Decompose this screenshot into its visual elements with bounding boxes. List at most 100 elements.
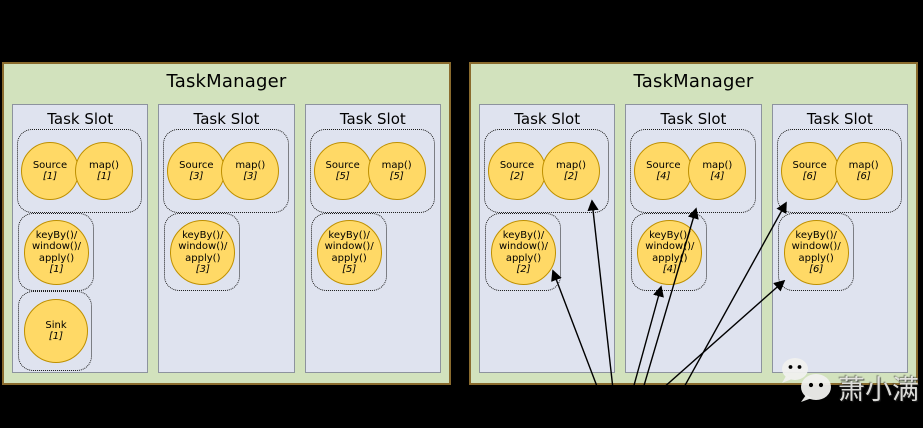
operator-label: keyBy()/ [502,229,545,241]
operator-label: Sink [45,319,67,331]
task-slot-title: Task Slot [339,110,406,128]
task-slot-row: Task Slot Source [2] map() [2] keyBy()/ … [479,104,908,373]
operator-index: [1] [48,331,64,342]
operator-label: map() [381,159,412,171]
source-subtask: Source [6] [780,142,839,200]
operator-label: window()/ [498,241,549,252]
operator-index: [3] [195,264,210,275]
operator-label: map() [702,159,733,171]
operator-index: [5] [335,171,350,182]
operator-label: map() [555,159,587,171]
source-subtask: Source [2] [488,142,546,200]
subtask-group-sink: Sink [1] [18,291,92,371]
source-subtask: Source [3] [167,142,226,200]
map-subtask: map() [2] [542,142,600,200]
operator-index: [3] [189,171,204,182]
subtask-group-keyby: keyBy()/ window()/ apply() [4] [631,213,708,291]
operator-index: [4] [710,171,725,182]
operator-label: apply() [652,252,688,264]
keyby-subtask: keyBy()/ window()/ apply() [5] [316,220,382,285]
subtask-group-source-map: Source [6] map() [6] [776,129,902,213]
operator-label: apply() [798,252,834,264]
operator-index: [2] [563,171,579,182]
operator-label: apply() [38,252,75,264]
task-slot-1: Task Slot Source [1] map() [1] keyBy()/ … [12,104,149,373]
operator-index: [1] [42,171,58,182]
task-slot-4: Task Slot Source [2] map() [2] keyBy()/ … [479,104,616,373]
subtask-group-source-map: Source [4] map() [4] [630,129,756,213]
subtask-group-source-map: Source [5] map() [5] [309,129,435,213]
operator-label: window()/ [645,241,695,252]
map-subtask: map() [6] [834,142,893,200]
operator-label: map() [88,159,120,171]
subtask-group-source-map: Source [1] map() [1] [17,129,143,213]
task-slot-3: Task Slot Source [5] map() [5] keyBy()/ … [304,104,441,373]
operator-label: apply() [505,252,542,264]
watermark: 萧小满 [779,357,919,407]
operator-label: window()/ [324,241,374,252]
map-subtask: map() [3] [221,142,280,200]
map-subtask: map() [5] [367,142,426,200]
operator-label: Source [179,159,214,171]
operator-label: keyBy()/ [649,229,691,241]
operator-index: [4] [656,171,671,182]
task-slot-title: Task Slot [660,110,727,128]
operator-index: [6] [856,171,871,182]
taskmanager-title: TaskManager [166,71,287,92]
keyby-subtask: keyBy()/ window()/ apply() [1] [24,220,89,285]
keyby-subtask: keyBy()/ window()/ apply() [2] [491,220,556,285]
operator-index: [5] [342,264,357,275]
operator-label: Source [646,159,681,171]
source-subtask: Source [1] [21,142,79,200]
taskmanager-title: TaskManager [633,71,754,92]
operator-label: Source [499,159,535,171]
keyby-subtask: keyBy()/ window()/ apply() [3] [170,220,236,285]
operator-label: keyBy()/ [182,229,224,241]
map-subtask: map() [1] [75,142,133,200]
task-slot-title: Task Slot [193,110,260,128]
operator-index: [6] [802,171,817,182]
operator-label: apply() [331,252,367,264]
source-subtask: Source [5] [313,142,372,200]
operator-label: window()/ [178,241,228,252]
operator-label: apply() [185,252,221,264]
taskmanager-left: TaskManager Task Slot Source [1] map() [… [2,62,451,385]
operator-index: [2] [509,171,525,182]
task-slot-title: Task Slot [514,110,581,128]
operator-index: [2] [516,264,531,275]
subtask-group-keyby: keyBy()/ window()/ apply() [3] [164,213,241,291]
operator-index: [6] [809,264,824,275]
operator-label: keyBy()/ [328,229,370,241]
task-slot-title: Task Slot [806,110,873,128]
operator-label: Source [792,159,827,171]
subtask-group-keyby: keyBy()/ window()/ apply() [2] [485,213,561,291]
watermark-text: 萧小满 [838,375,919,406]
task-slot-title: Task Slot [47,110,114,128]
operator-index: [1] [96,171,112,182]
operator-index: [1] [49,264,64,275]
wechat-icon [779,357,835,407]
keyby-subtask: keyBy()/ window()/ apply() [4] [637,220,703,285]
subtask-group-keyby: keyBy()/ window()/ apply() [5] [310,213,387,291]
operator-label: keyBy()/ [795,229,837,241]
taskmanager-right: TaskManager Task Slot Source [2] map() [… [469,62,918,385]
operator-label: map() [848,159,879,171]
keyby-subtask: keyBy()/ window()/ apply() [6] [783,220,849,285]
operator-label: keyBy()/ [35,229,78,241]
operator-label: Source [32,159,68,171]
operator-label: window()/ [31,241,82,252]
operator-index: [3] [243,171,258,182]
map-subtask: map() [4] [688,142,747,200]
operator-index: [5] [389,171,404,182]
task-slot-5: Task Slot Source [4] map() [4] keyBy()/ … [625,104,762,373]
operator-label: window()/ [791,241,841,252]
task-slot-row: Task Slot Source [1] map() [1] keyBy()/ … [12,104,441,373]
subtask-group-keyby: keyBy()/ window()/ apply() [6] [777,213,854,291]
subtask-group-keyby: keyBy()/ window()/ apply() [1] [18,213,94,291]
operator-index: [4] [662,264,677,275]
source-subtask: Source [4] [634,142,693,200]
subtask-group-source-map: Source [3] map() [3] [163,129,289,213]
subtask-group-source-map: Source [2] map() [2] [484,129,610,213]
sink-subtask: Sink [1] [24,299,88,363]
